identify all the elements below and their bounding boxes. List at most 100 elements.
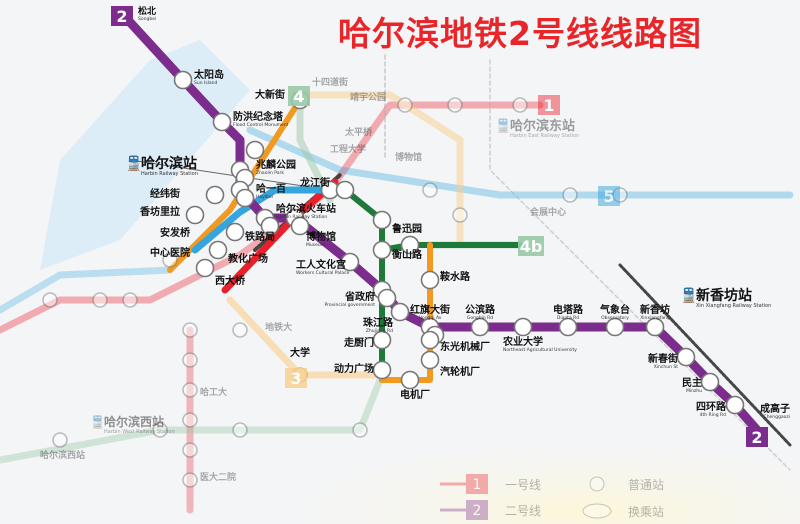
line2-label-11: 公滨路 [465,303,496,316]
faded-station [232,322,248,338]
other-station-1 [245,140,265,160]
line3-badge-text: 3 [290,369,301,388]
line2-label-6: 博物馆 [306,230,336,243]
station-english-label: Provincial government [325,302,376,308]
faded-station-label-7: 地铁大 [265,321,292,333]
station-english-label: Songbei [138,16,156,22]
station-english-label: Minzhu [686,388,702,394]
railway-station-name: 哈尔滨西站 [104,414,164,429]
legend-line2-label: 二号线 [505,504,541,518]
line5-badge: 5 [598,186,620,206]
line2-label-10: 红旗大街 [410,303,450,316]
railway-station-name: 哈尔滨站 [141,155,197,172]
other-station-14 [400,370,420,390]
legend-line2-box [466,500,488,520]
other-station-9 [372,240,392,260]
line1-badge: 1 [538,95,560,115]
line2-station-17 [700,372,720,392]
line3-green-branch [379,242,523,253]
railway-station-english: Harbin East Railway Station [510,133,579,139]
map-title: 哈尔滨地铁2号线线路图 [338,14,702,53]
other-station-17 [335,180,355,200]
other-station-label-16: 汽轮机厂 [440,365,480,378]
line2-station-14 [605,317,625,337]
other-station-label-3: 安发桥 [160,226,191,239]
line2-transfer-8 [377,288,397,308]
faded-station [182,322,198,338]
line2-start-badge: 2 [111,6,133,26]
legend-line1-label: 一号线 [505,478,541,492]
faded-station [447,97,463,113]
legend-normal-station-label: 普通站 [628,478,664,492]
railway-station-name: 新香坊站 [696,287,752,304]
faded-station-label-4: 博物馆 [395,151,422,163]
rail-guide-line [129,159,331,191]
faded-station [452,207,468,223]
other-station-11 [420,270,440,290]
line4-badge-text: 4 [293,87,304,106]
line-ring-south-faded [0,376,384,464]
station-english-label: Flood Control Monument [233,122,289,128]
faded-station [232,422,248,438]
faded-station [92,292,108,308]
line5-badge-box [598,186,620,206]
line2-end-badge: 2 [746,427,768,447]
line2-station-11 [470,317,490,337]
line2-label-16: 新春街 [648,352,678,365]
line2-label-3: 兆麟公园 [256,158,296,171]
train-icon: 🚆 [90,415,105,429]
faded-station-label-5: 会展中心 [530,206,566,218]
train-icon: 🚆 [495,118,511,134]
line2-station-2 [212,112,232,132]
faded-station-label-8: 医大二院 [200,471,236,483]
line2-end-badge-box [746,427,768,447]
station-english-label: Hongqi Av [419,315,442,321]
railway-station-english: Xin Xiangfang Railway Station [696,303,771,309]
line2-label-19: 成高子 [760,402,790,415]
line2-label-5: 哈尔滨火车站 [276,202,336,215]
faded-station [182,472,198,488]
faded-station-label-0: 十四道街 [312,76,348,88]
faded-station-label-6: 哈工大 [200,386,227,398]
line2-label-0: 松北 [138,5,156,17]
line2-label-12: 农业大学 [502,335,543,348]
legend-normal-station-icon [589,476,605,492]
railway-station-name: 哈尔滨东站 [510,118,575,134]
faded-station-label-3: 工程大学 [330,143,366,155]
main-lines [123,15,762,435]
line2-end-badge-text: 2 [751,428,762,447]
line2-station-18 [725,395,745,415]
other-station-label-4: 中心医院 [150,246,190,259]
line2-station-7 [340,252,360,272]
other-station-16 [420,330,440,350]
legend-transfer-station-icon [582,503,612,519]
station-english-label: Harbin Railway Station [276,214,327,220]
other-station-label-9: 鲁迅园 [391,222,422,235]
railway-station-english: Harbin West Railway Station [104,429,175,435]
yellow-area [270,400,800,524]
train-icon: 🚆 [680,287,697,304]
line2-label-1: 太阳岛 [193,68,224,81]
line2-main [123,15,762,435]
other-station-label-11: 鞍水路 [440,270,471,283]
line2-label-2: 防洪纪念塔 [233,110,284,123]
line4b-badge-box [518,236,544,256]
line2-label-13: 电塔路 [553,303,584,316]
other-station-15 [420,350,440,370]
line2-transfer-5 [260,216,280,236]
line2-label-7: 工人文化宫 [296,258,346,271]
line3-orange-east [379,242,433,383]
line4-badge: 4 [288,86,310,106]
other-station-5 [208,240,228,260]
other-station-label-2: 香坊里拉 [140,205,180,218]
train-icon: 🚆 [125,155,142,172]
line1-badge-box [538,95,560,115]
line4-badge-box [288,86,310,106]
faded-station [397,97,413,113]
station-english-label: Hayibai [256,194,273,200]
